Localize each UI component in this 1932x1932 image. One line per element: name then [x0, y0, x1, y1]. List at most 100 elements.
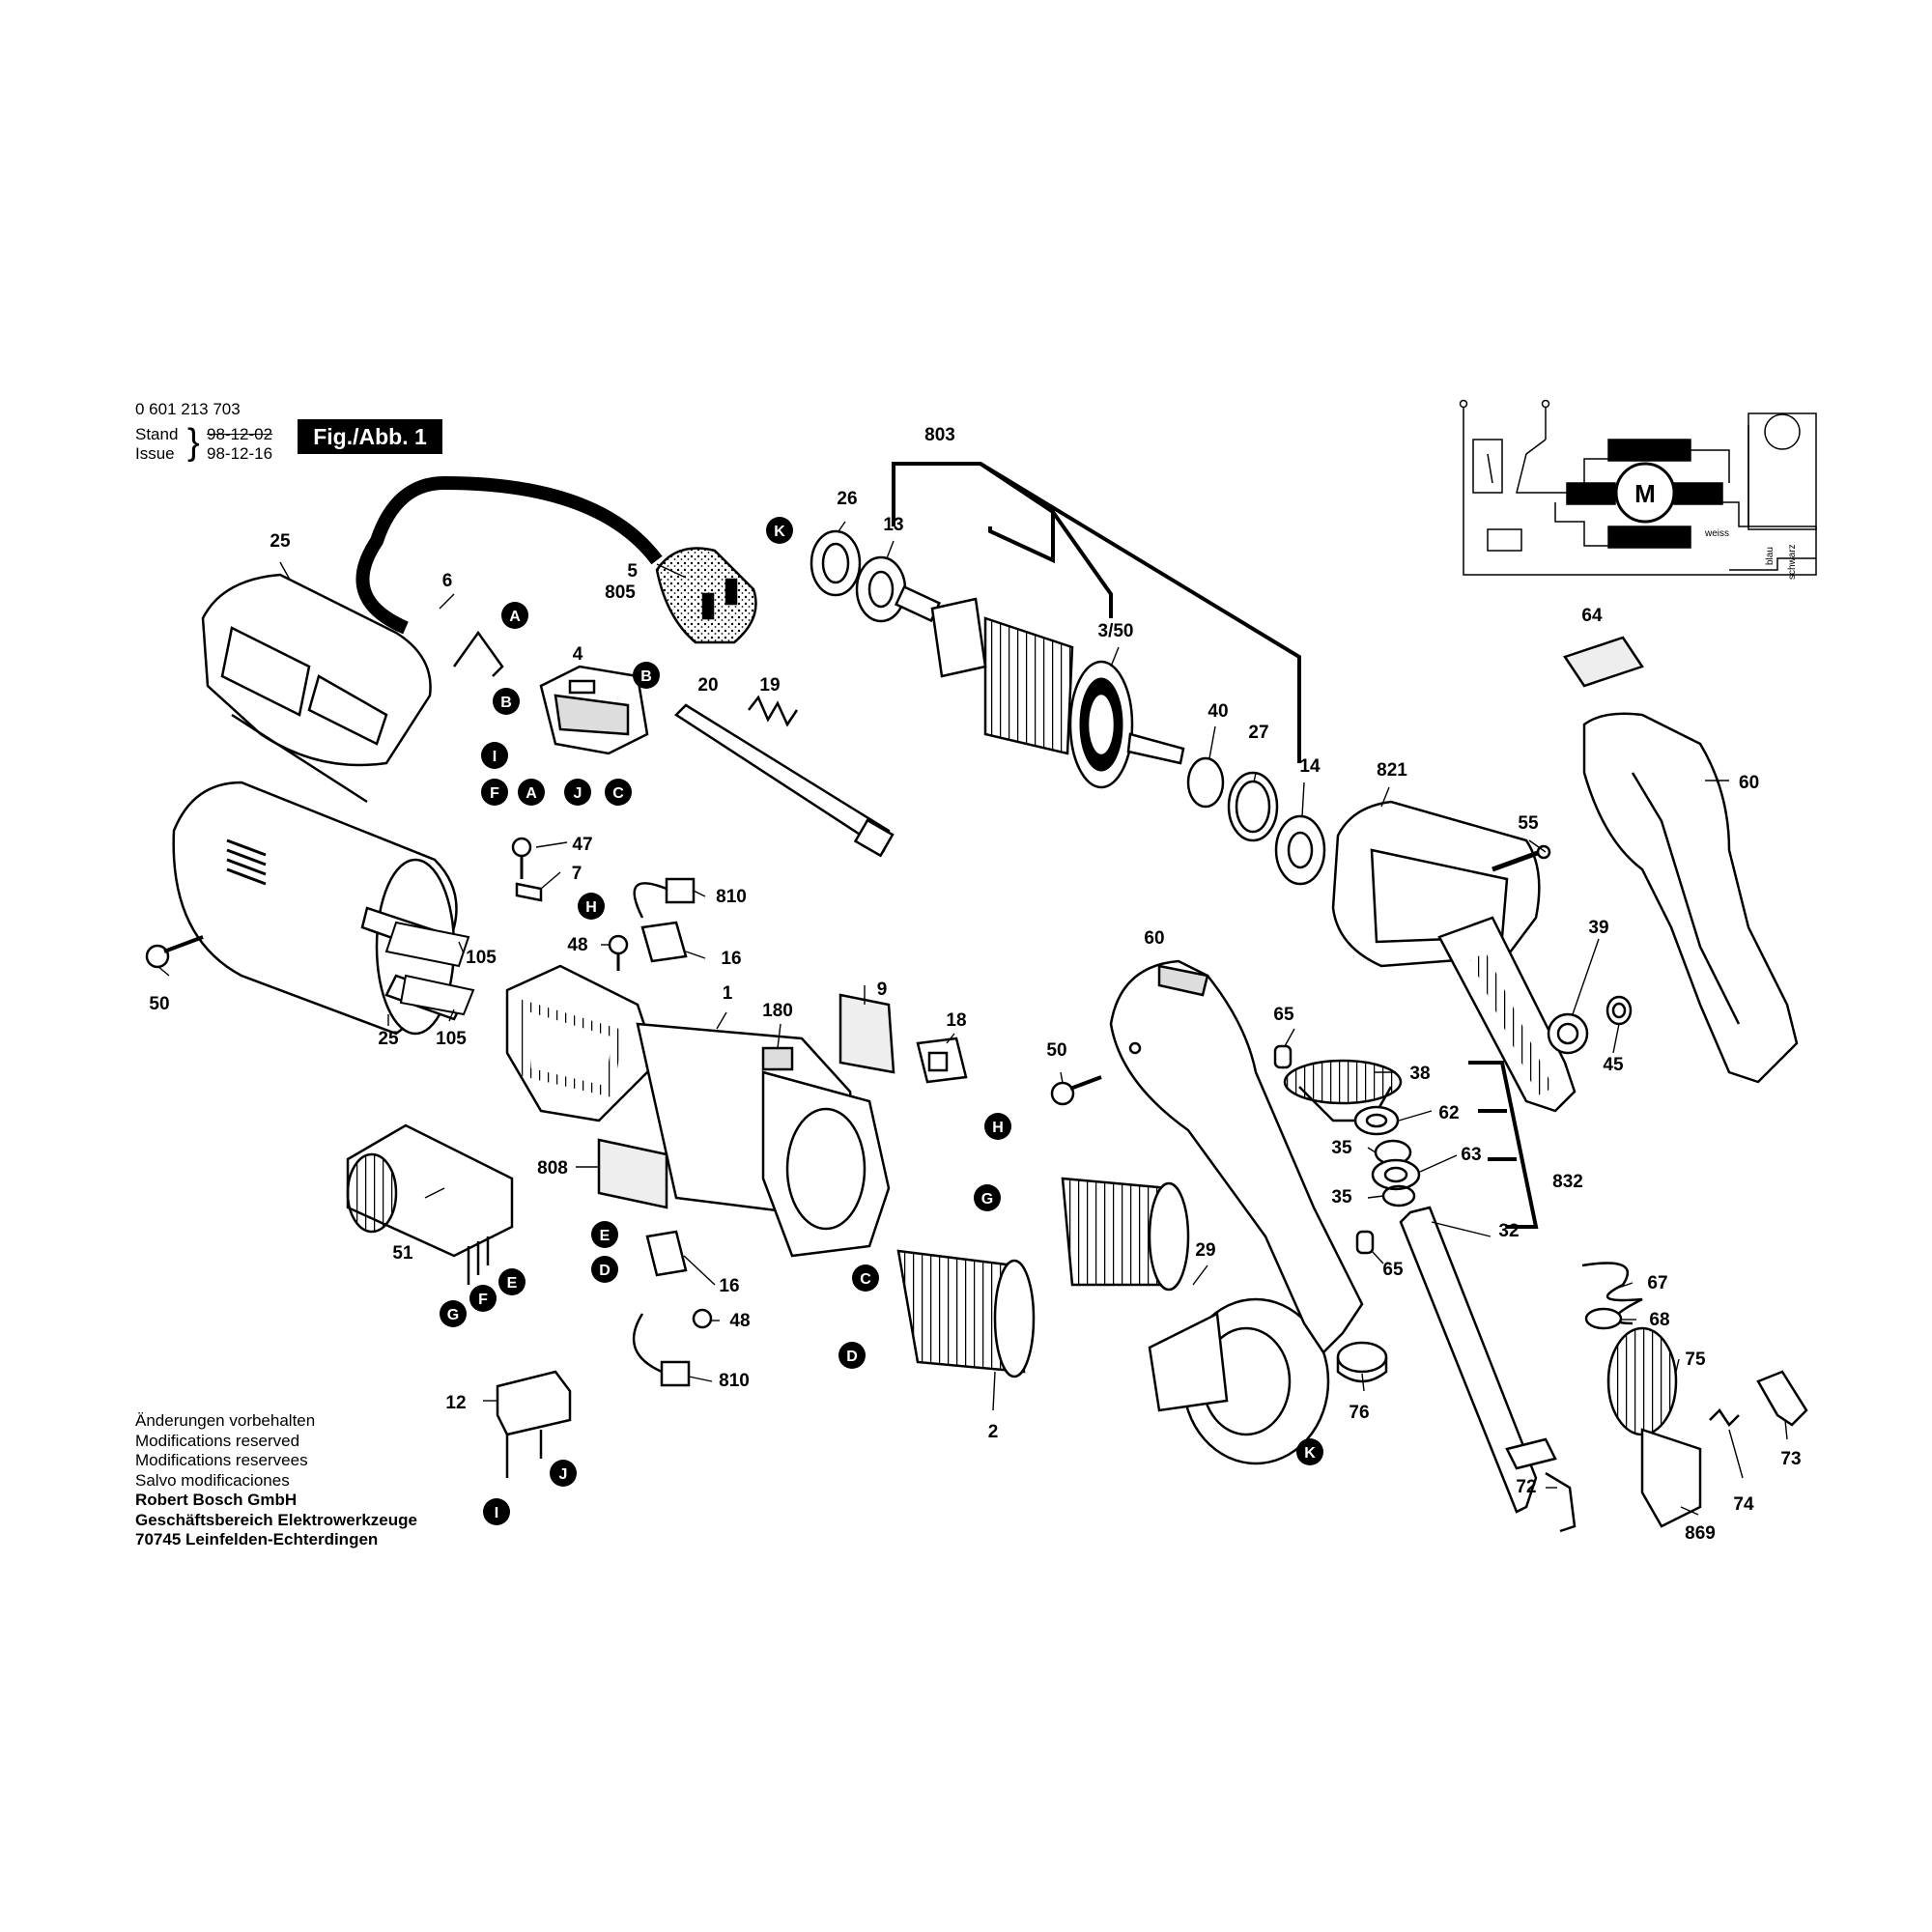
connector-e-1: E	[591, 1221, 618, 1248]
connector-k-1: K	[766, 517, 793, 544]
callout-1: 1	[723, 983, 733, 1004]
note-spanish: Salvo modificaciones	[135, 1470, 290, 1490]
connector-h-1-label: H	[585, 899, 597, 916]
connector-j-1: J	[564, 779, 591, 806]
issue-date: 98-12-16	[207, 444, 273, 463]
callout-32: 32	[1498, 1221, 1519, 1241]
part-7-plate	[515, 882, 543, 902]
note-french: Modifications reservees	[135, 1451, 308, 1469]
part-810-carbon-brush-lower	[660, 1360, 691, 1387]
wiring-schematic	[1459, 399, 1817, 576]
leader-lines	[156, 521, 1788, 1516]
part-805-plug	[655, 547, 757, 644]
stand-label: Stand	[135, 425, 179, 443]
callout-35-lower: 35	[1331, 1187, 1352, 1208]
callout-16-upper: 16	[721, 949, 741, 969]
part-65-pin-upper	[1273, 1044, 1293, 1069]
callout-51: 51	[392, 1243, 413, 1264]
wire-label-blue: blau	[1765, 547, 1776, 565]
connector-j-2: J	[550, 1460, 577, 1487]
callout-50-left: 50	[149, 994, 169, 1014]
part-50-screw-right	[1050, 1075, 1102, 1106]
callout-40: 40	[1208, 701, 1228, 722]
connector-i-2-label: I	[495, 1505, 498, 1521]
company-address: 70745 Leinfelden-Echterdingen	[135, 1530, 379, 1548]
callout-808: 808	[537, 1158, 568, 1179]
connector-f-2: F	[469, 1285, 497, 1312]
callout-5: 5	[627, 561, 638, 582]
note-english: Modifications reserved	[135, 1431, 300, 1450]
part-68-clip	[1584, 1307, 1623, 1330]
part-2-stator	[896, 1177, 1190, 1378]
part-60-handle-cover	[1582, 712, 1799, 1084]
connector-i-2: I	[483, 1498, 510, 1525]
connector-c-2-label: C	[860, 1271, 871, 1288]
part-9-label	[838, 993, 895, 1074]
connector-g-1-label: G	[981, 1191, 993, 1208]
connector-d-2: D	[591, 1256, 618, 1283]
connector-c-1-label: C	[612, 785, 624, 802]
part-821-handle-lower	[1437, 916, 1577, 1113]
connector-f-2-label: F	[478, 1292, 488, 1308]
connector-b-1: B	[493, 688, 520, 715]
connector-i-1: I	[481, 742, 508, 769]
part-75-spring	[1606, 1326, 1678, 1436]
callout-39: 39	[1588, 918, 1608, 938]
motor-symbol: M	[1634, 479, 1656, 508]
callout-75: 75	[1685, 1350, 1706, 1370]
part-19-spring	[748, 695, 799, 727]
part-76-ring	[1336, 1341, 1388, 1374]
part-810-carbon-brush	[665, 877, 696, 904]
callout-9: 9	[877, 980, 888, 1000]
callout-821: 821	[1377, 760, 1407, 781]
callout-810-lower: 810	[719, 1371, 750, 1391]
connector-b-2: B	[633, 662, 660, 689]
callout-350: 3/50	[1098, 621, 1134, 641]
connector-c-2: C	[852, 1264, 879, 1292]
connector-g-2: G	[440, 1300, 467, 1327]
connector-d-2-label: D	[599, 1263, 611, 1279]
company-division: Geschäftsbereich Elektrowerkzeuge	[135, 1510, 417, 1529]
connector-f-1: F	[481, 779, 508, 806]
callout-48-upper: 48	[567, 935, 587, 955]
part-1-motor-housing	[505, 964, 891, 1258]
wire-label-white: weiss	[1704, 528, 1729, 539]
connector-g-2-label: G	[447, 1307, 459, 1323]
part-12-capacitor	[496, 1370, 572, 1436]
connector-b-2-label: B	[640, 668, 652, 685]
callout-805: 805	[605, 582, 636, 603]
part-74-spring	[1709, 1408, 1740, 1427]
part-821-gear-housing	[1331, 800, 1541, 968]
connector-a-1-label: A	[509, 609, 521, 625]
callout-12: 12	[445, 1393, 466, 1413]
part-number: 0 601 213 703	[135, 400, 241, 418]
part-869-collet	[1640, 1428, 1702, 1528]
callout-26: 26	[837, 489, 857, 509]
callout-73: 73	[1780, 1449, 1801, 1469]
callout-47: 47	[572, 835, 592, 855]
connector-a-2-label: A	[526, 785, 537, 802]
part-65-pin-lower	[1355, 1230, 1375, 1255]
part-55-screw	[1492, 847, 1547, 872]
connector-i-1-label: I	[493, 749, 497, 765]
company-name: Robert Bosch GmbH	[135, 1491, 298, 1509]
callout-105-upper: 105	[466, 948, 497, 968]
callout-16-lower: 16	[719, 1276, 739, 1296]
callout-803: 803	[924, 425, 955, 445]
figure-label: Fig./Abb. 1	[298, 419, 442, 454]
callout-869: 869	[1685, 1523, 1716, 1544]
callout-72: 72	[1516, 1477, 1536, 1497]
connector-c-1: C	[605, 779, 632, 806]
callout-2: 2	[988, 1422, 999, 1442]
connector-e-1-label: E	[600, 1228, 611, 1244]
callout-35-upper: 35	[1331, 1138, 1352, 1158]
callout-20: 20	[697, 675, 718, 696]
connector-j-1-label: J	[574, 785, 582, 802]
part-72-pin	[1545, 1471, 1577, 1533]
callout-19: 19	[759, 675, 780, 696]
callout-48-lower: 48	[729, 1311, 750, 1331]
callout-105-lower: 105	[436, 1029, 467, 1049]
connector-f-1-label: F	[490, 785, 499, 802]
callout-832: 832	[1552, 1172, 1583, 1192]
